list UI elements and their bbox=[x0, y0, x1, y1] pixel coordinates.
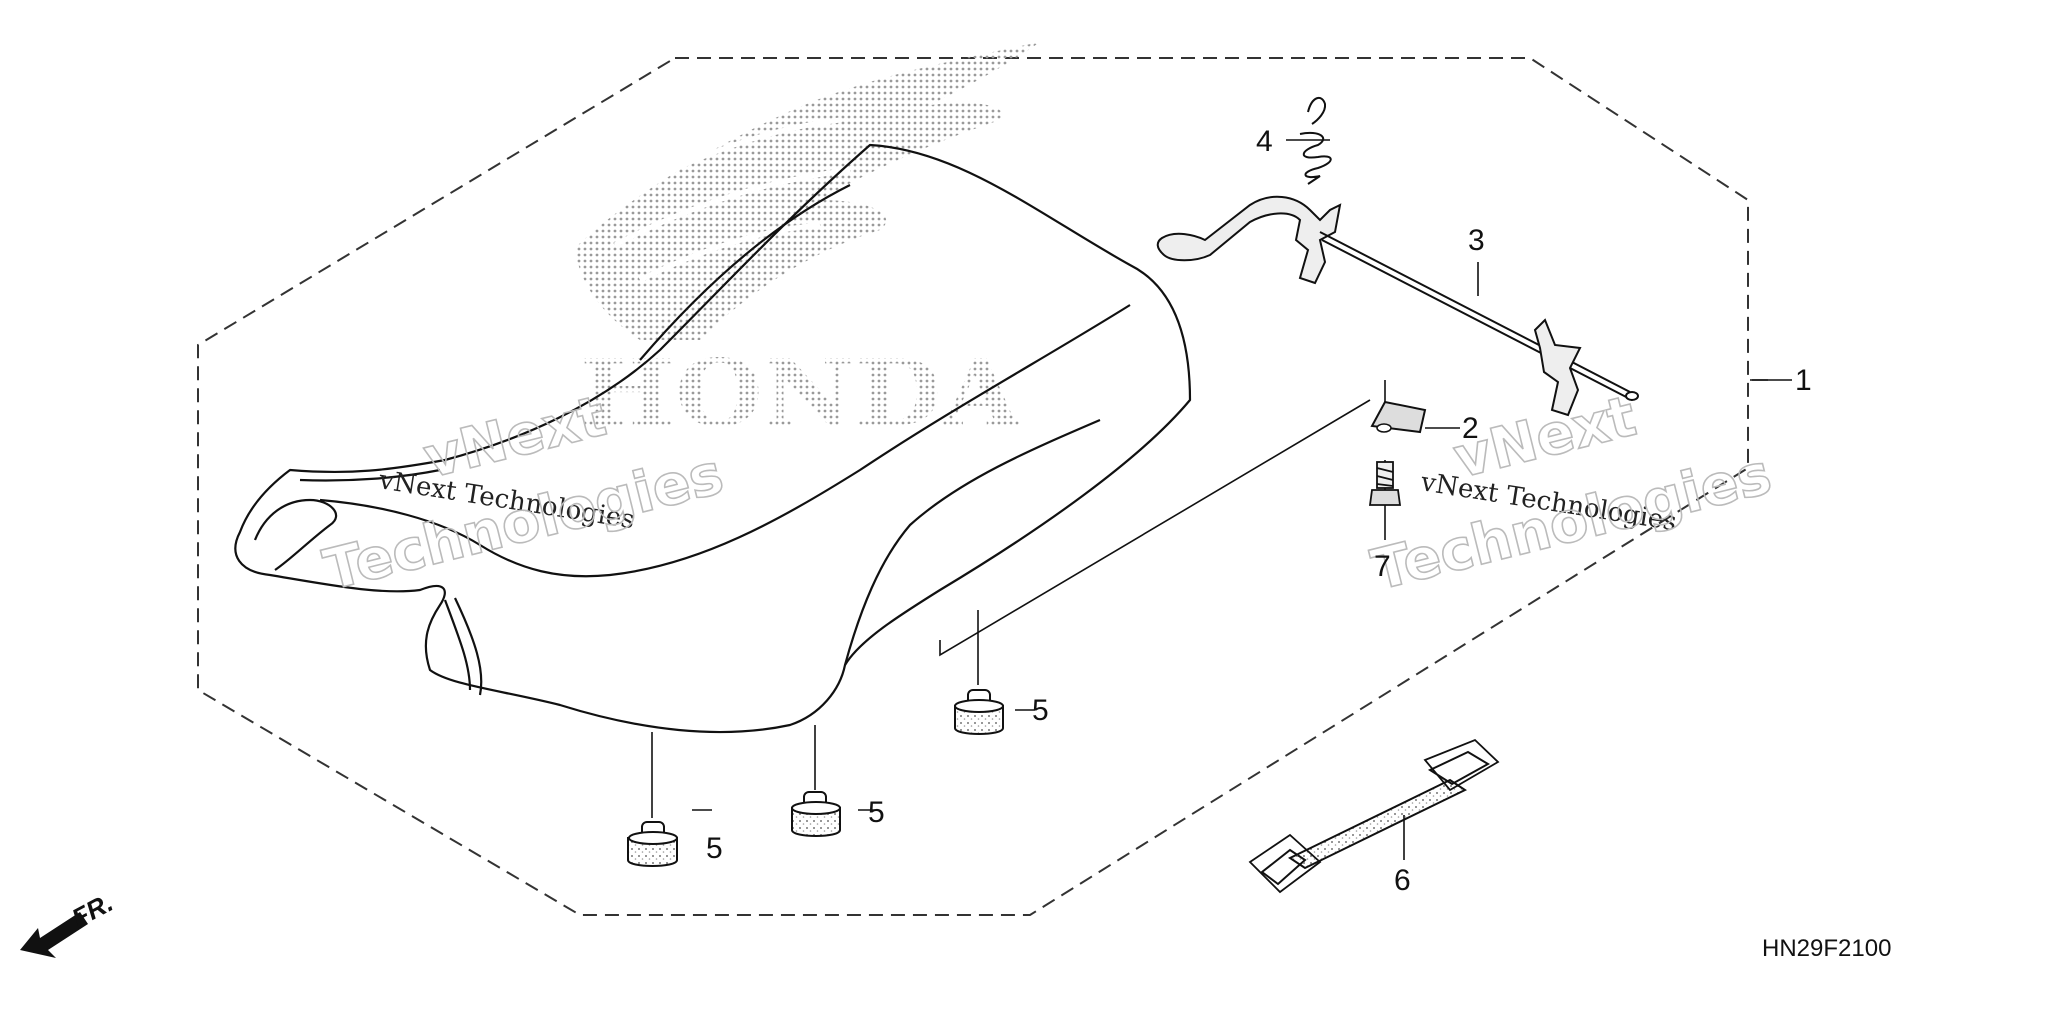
seat-strap-part bbox=[1248, 738, 1500, 894]
diagram-code: HN29F2100 bbox=[1762, 935, 1891, 962]
seat-lock-rod-part bbox=[1156, 195, 1639, 417]
seat-cushion-middle bbox=[791, 791, 841, 837]
assembly-boundary bbox=[197, 57, 1749, 916]
callout-5b: 5 bbox=[868, 796, 885, 829]
seat-cushion-front bbox=[627, 821, 678, 867]
seat-cushion-rear bbox=[954, 689, 1004, 735]
callout-4: 4 bbox=[1256, 125, 1273, 158]
honda-wing-logo: HONDA bbox=[575, 42, 1040, 447]
callout-2: 2 bbox=[1462, 412, 1479, 445]
callout-1: 1 bbox=[1795, 364, 1812, 397]
callout-3: 3 bbox=[1468, 224, 1485, 257]
seat-tab-part bbox=[1370, 400, 1427, 434]
bolt-part bbox=[1368, 461, 1402, 506]
seat-assembly bbox=[234, 143, 1192, 734]
callout-6: 6 bbox=[1394, 864, 1411, 897]
honda-logo-text: HONDA bbox=[580, 339, 1022, 447]
callout-5a: 5 bbox=[706, 832, 723, 865]
callout-7: 7 bbox=[1374, 550, 1391, 583]
watermark-big-right-b: Technologies bbox=[1366, 442, 1778, 604]
spring-part bbox=[1299, 96, 1332, 185]
callout-5c: 5 bbox=[1032, 694, 1049, 727]
front-direction-arrow: FR. bbox=[20, 887, 118, 958]
